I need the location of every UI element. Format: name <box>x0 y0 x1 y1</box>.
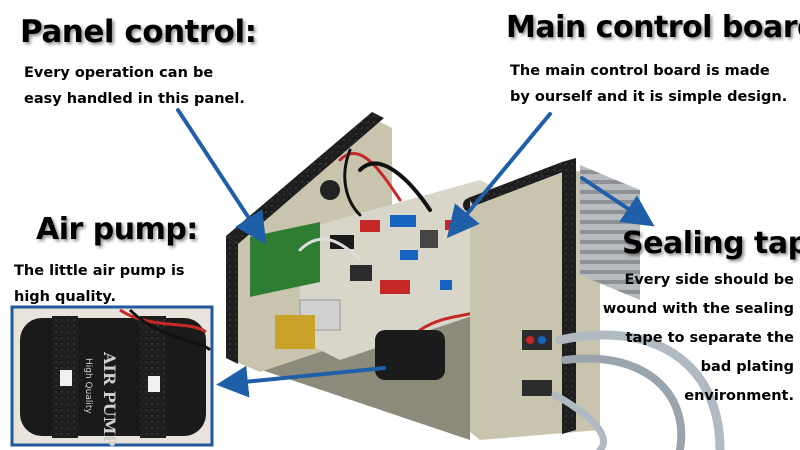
arrow-sealing-tape <box>580 176 655 227</box>
air-pump-line-2: high quality. <box>14 289 117 305</box>
sealing-foam-top <box>468 162 568 206</box>
pcb-green <box>250 221 320 297</box>
air-pump-inset <box>10 305 214 447</box>
air-pump-line-1: The little air pump is <box>14 263 185 279</box>
main-control-board-description: The main control board is made by oursel… <box>510 58 787 110</box>
sealing-tape-heading: Sealing tape: <box>622 226 800 261</box>
internal-air-pump <box>375 330 445 380</box>
terminals <box>522 330 552 396</box>
arrow-main-board <box>446 112 552 239</box>
panel-control-heading: Panel control: <box>20 14 257 50</box>
panel-control-line-1: Every operation can be <box>24 65 214 81</box>
sealing-tape-line-4: bad plating <box>700 359 794 375</box>
arrow-panel-control <box>176 108 267 245</box>
air-pump-heading: Air pump: <box>36 212 198 247</box>
main-board-line-2: by ourself and it is simple design. <box>510 89 788 105</box>
transformer <box>275 315 315 349</box>
sealing-tape-line-2: wound with the sealing <box>602 301 794 317</box>
sealing-foam-left-bottom <box>226 236 238 364</box>
power-cables <box>551 330 725 450</box>
main-control-board-heading: Main control board: <box>506 10 800 45</box>
sealing-tape-line-5: environment. <box>684 388 794 404</box>
sealing-tape-line-3: tape to separate the <box>625 330 794 346</box>
sealing-tape-description: Every side should be wound with the seal… <box>554 266 794 411</box>
main-board-line-1: The main control board is made <box>510 63 770 79</box>
air-pump-description: The little air pump is high quality. <box>14 258 185 310</box>
panel-control-description: Every operation can be easy handled in t… <box>24 60 245 112</box>
sealing-foam-right <box>562 158 576 434</box>
pump-brand-text: AIR PUMP <box>100 351 119 447</box>
callout-arrows <box>176 108 655 398</box>
panel-control-line-2: easy handled in this panel. <box>24 91 245 107</box>
arrow-air-pump <box>216 365 386 398</box>
pump-sub-text: High Quality <box>83 358 93 414</box>
sealing-tape-line-1: Every side should be <box>624 272 794 288</box>
